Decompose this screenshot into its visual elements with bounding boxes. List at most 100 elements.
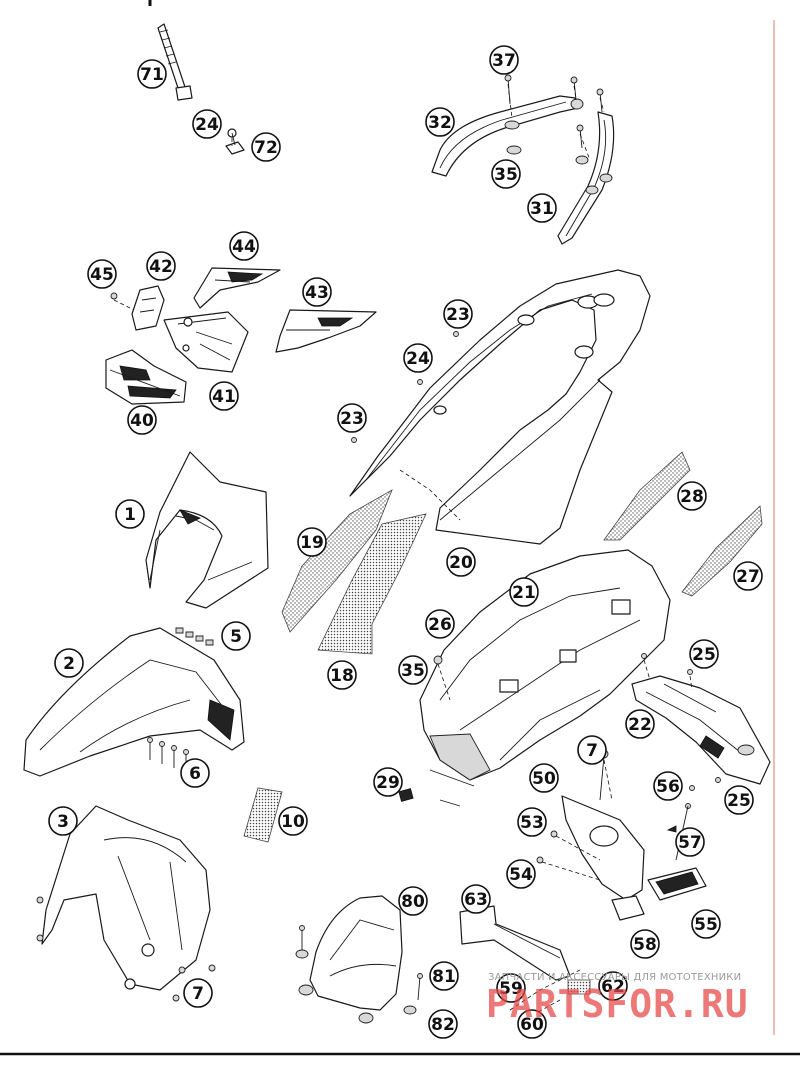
callout-label: 28: [680, 487, 704, 507]
callout-label: 2: [63, 654, 75, 674]
callout-label: 60: [520, 1015, 544, 1035]
callout-circle: [302, 277, 332, 307]
callout-44: 44: [229, 231, 259, 261]
callout-circle: [517, 807, 547, 837]
callout-circle: [183, 978, 213, 1008]
callout-label: 58: [633, 935, 657, 955]
callout-label: 72: [254, 138, 278, 158]
watermark-logo: PARTSFOR.RU: [486, 982, 749, 1026]
part-18-decal: [318, 514, 426, 654]
callout-circle: [425, 107, 455, 137]
part-50-plate-bracket: [562, 750, 644, 900]
callout-circle: [491, 159, 521, 189]
callout-label: 50: [532, 769, 556, 789]
callout-6: 6: [180, 758, 210, 788]
callout-circle: [506, 859, 536, 889]
callout-label: 22: [628, 715, 652, 735]
callout-label: 29: [376, 773, 400, 793]
part-63-plate: [460, 906, 570, 980]
callout-53: 53: [517, 807, 547, 837]
callout-circle: [278, 806, 308, 836]
callout-24: 24: [192, 109, 222, 139]
callout-7: 7: [577, 735, 607, 765]
callout-25: 25: [724, 785, 754, 815]
callout-23: 23: [337, 403, 367, 433]
callout-72: 72: [251, 132, 281, 162]
callout-label: 56: [656, 777, 680, 797]
callout-circle: [724, 785, 754, 815]
part-22-rear-mudguard: [632, 654, 770, 791]
callout-40: 40: [127, 405, 157, 435]
callout-circle: [54, 648, 84, 678]
callout-circle: [429, 961, 459, 991]
part-41-bracket: [164, 312, 248, 372]
callout-label: 24: [195, 115, 219, 135]
callout-label: 59: [499, 979, 523, 999]
part-3-lower-fender: [37, 806, 215, 1001]
callout-label: 37: [492, 51, 516, 71]
part-10-reflector: [244, 788, 282, 842]
callout-circle: [229, 231, 259, 261]
callout-circle: [446, 547, 476, 577]
callout-circle: [691, 909, 721, 939]
callout-circle: [137, 59, 167, 89]
callout-circle: [689, 639, 719, 669]
part-1-headlight-mask: [146, 452, 268, 608]
callout-24: 24: [403, 343, 433, 373]
callout-label: 35: [494, 165, 518, 185]
callout-label: 23: [446, 305, 470, 325]
callout-43: 43: [302, 277, 332, 307]
callout-label: 19: [300, 533, 324, 553]
callout-label: 40: [130, 411, 154, 431]
callout-label: 42: [149, 257, 173, 277]
part-6-screws: [148, 738, 189, 773]
callout-label: 82: [431, 1015, 455, 1035]
callout-42: 42: [146, 251, 176, 281]
callout-54: 54: [506, 859, 536, 889]
callout-circle: [577, 735, 607, 765]
callout-label: 63: [464, 890, 488, 910]
callout-63: 63: [461, 884, 491, 914]
callout-circle: [398, 655, 428, 685]
callout-58: 58: [630, 929, 660, 959]
callout-label: 18: [330, 666, 354, 686]
callout-57: 57: [675, 827, 705, 857]
callout-71: 71: [137, 59, 167, 89]
callout-label: 21: [512, 583, 536, 603]
callout-20: 20: [446, 547, 476, 577]
callout-circle: [146, 251, 176, 281]
callout-50: 50: [529, 763, 559, 793]
callout-56: 56: [653, 771, 683, 801]
callout-32: 32: [425, 107, 455, 137]
part-27-decal: [682, 506, 762, 596]
callout-circle: [653, 771, 683, 801]
callout-circle: [297, 527, 327, 557]
callout-circle: [48, 806, 78, 836]
callout-35: 35: [398, 655, 428, 685]
callout-5: 5: [221, 621, 251, 651]
callout-label: 6: [189, 764, 201, 784]
callout-label: 81: [432, 967, 456, 987]
part-19-decal: [282, 490, 392, 632]
callout-circle: [630, 929, 660, 959]
part-80-cover: [296, 896, 423, 1023]
callout-label: 80: [401, 892, 425, 912]
callout-circle: [87, 259, 117, 289]
callout-26: 26: [425, 609, 455, 639]
callout-label: 27: [736, 567, 760, 587]
callout-circle: [443, 299, 473, 329]
callout-27: 27: [733, 561, 763, 591]
callout-circle: [180, 758, 210, 788]
callout-circle: [529, 763, 559, 793]
callout-22: 22: [625, 709, 655, 739]
callout-label: 32: [428, 113, 452, 133]
callout-label: 44: [232, 237, 256, 257]
callout-45: 45: [87, 259, 117, 289]
callout-2: 2: [54, 648, 84, 678]
callout-label: 23: [340, 409, 364, 429]
callout-circle: [496, 973, 526, 1003]
callout-circle: [115, 499, 145, 529]
part-32-grab-handle: [432, 96, 583, 176]
callout-29: 29: [373, 767, 403, 797]
